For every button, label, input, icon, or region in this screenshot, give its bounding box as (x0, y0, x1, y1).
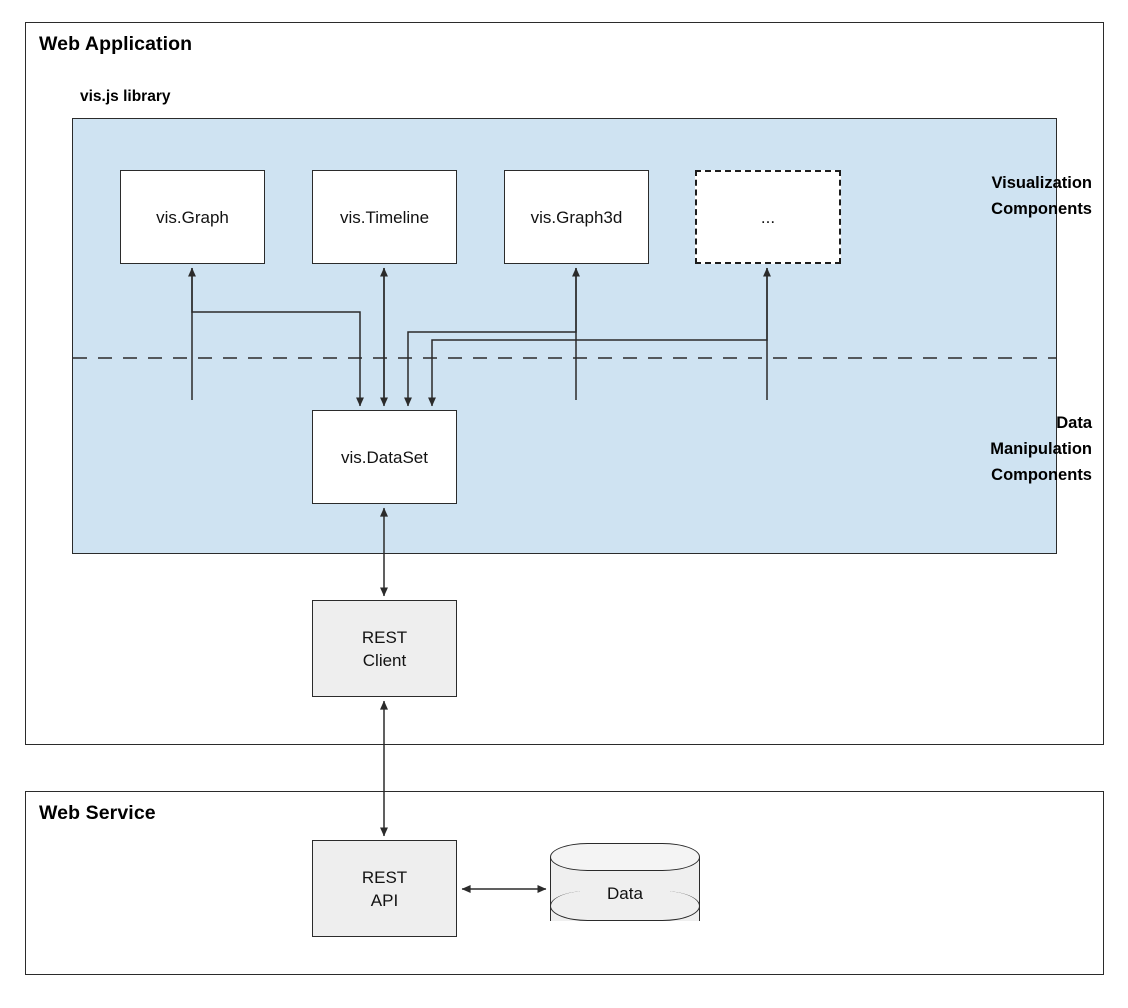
node-vis-timeline[interactable]: vis.Timeline (312, 170, 457, 264)
node-data-store-label: Data (607, 884, 643, 903)
connector-more-to-dataset (428, 268, 768, 407)
cylinder-bottom (550, 891, 700, 921)
frame-title-web-application: Web Application (39, 33, 193, 55)
node-data-store[interactable]: Data (550, 843, 700, 935)
node-vis-dataset[interactable]: vis.DataSet (312, 410, 457, 504)
group-label-visualization: Visualization Components (991, 174, 1092, 218)
library-title: vis.js library (80, 88, 171, 105)
node-rest-client[interactable]: REST Client (312, 600, 457, 697)
connector-visgraph3d-to-dataset (404, 268, 577, 407)
frame-title-web-service: Web Service (39, 802, 156, 824)
node-rest-api[interactable]: REST API (312, 840, 457, 937)
node-vis-graph3d[interactable]: vis.Graph3d (504, 170, 649, 264)
cylinder-top (550, 843, 700, 871)
connector-visgraph-to-dataset (191, 268, 364, 407)
group-label-data-manipulation: Data Manipulation Components (990, 414, 1092, 484)
node-more-components[interactable]: ... (695, 170, 841, 264)
node-vis-graph[interactable]: vis.Graph (120, 170, 265, 264)
